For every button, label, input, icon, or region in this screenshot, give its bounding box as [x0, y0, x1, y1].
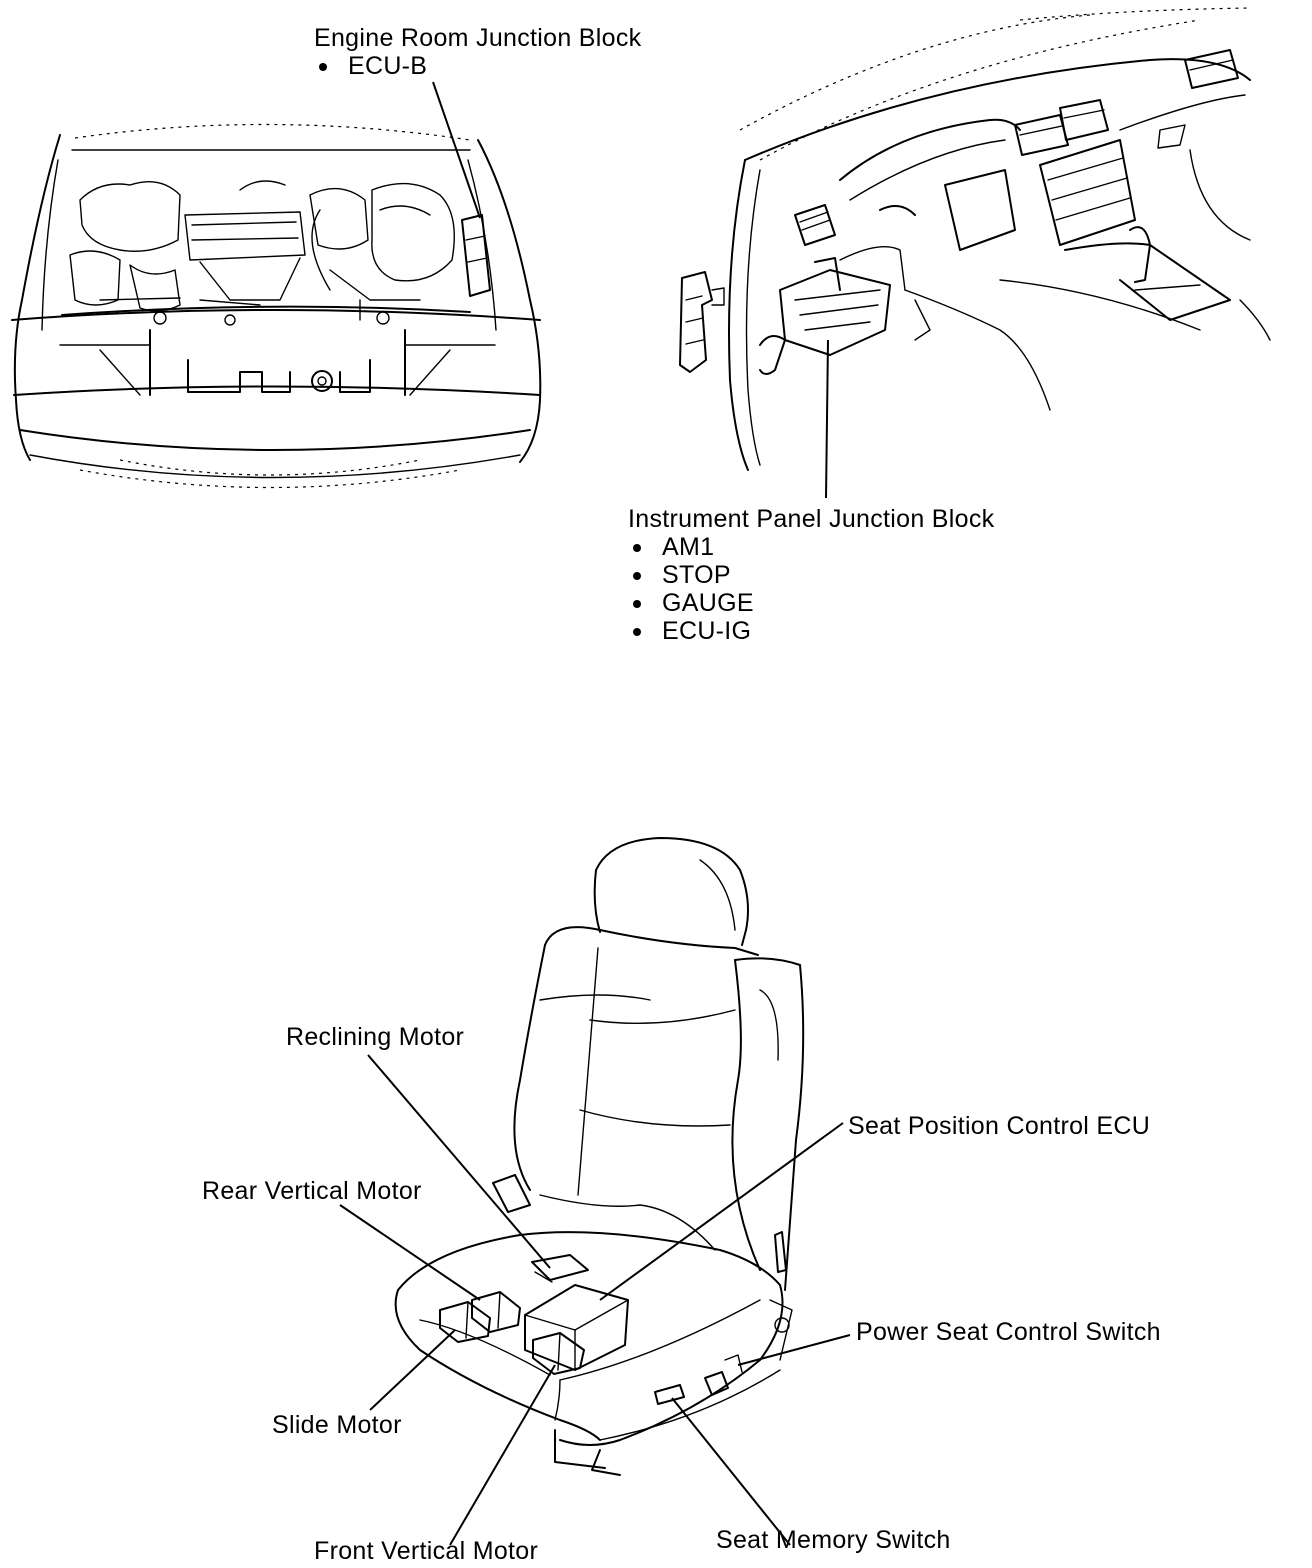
seat-illustration	[339, 837, 851, 1546]
seat-memory-switch-label: Seat Memory Switch	[716, 1526, 951, 1554]
instrument-panel-junction-block-title: Instrument Panel Junction Block	[628, 505, 995, 533]
engine-room-fuse-list: ECU-B	[314, 52, 427, 80]
fuse-item: ECU-B	[314, 52, 427, 80]
fuse-item: AM1	[628, 533, 754, 561]
front-vertical-motor-label: Front Vertical Motor	[314, 1537, 539, 1565]
instrument-panel-fuse-list: AM1 STOP GAUGE ECU-IG	[628, 533, 754, 645]
rear-vertical-motor-label: Rear Vertical Motor	[202, 1177, 422, 1205]
engine-room-illustration	[11, 81, 542, 489]
instrument-panel-illustration	[679, 7, 1271, 499]
fuse-item: ECU-IG	[628, 617, 754, 645]
engine-room-junction-block-title: Engine Room Junction Block	[314, 24, 642, 52]
seat-position-control-ecu-label: Seat Position Control ECU	[848, 1112, 1151, 1140]
slide-motor-label: Slide Motor	[272, 1411, 402, 1439]
fuse-item: STOP	[628, 561, 754, 589]
fuse-item: GAUGE	[628, 589, 754, 617]
reclining-motor-label: Reclining Motor	[286, 1023, 465, 1051]
power-seat-control-switch-label: Power Seat Control Switch	[856, 1318, 1161, 1346]
